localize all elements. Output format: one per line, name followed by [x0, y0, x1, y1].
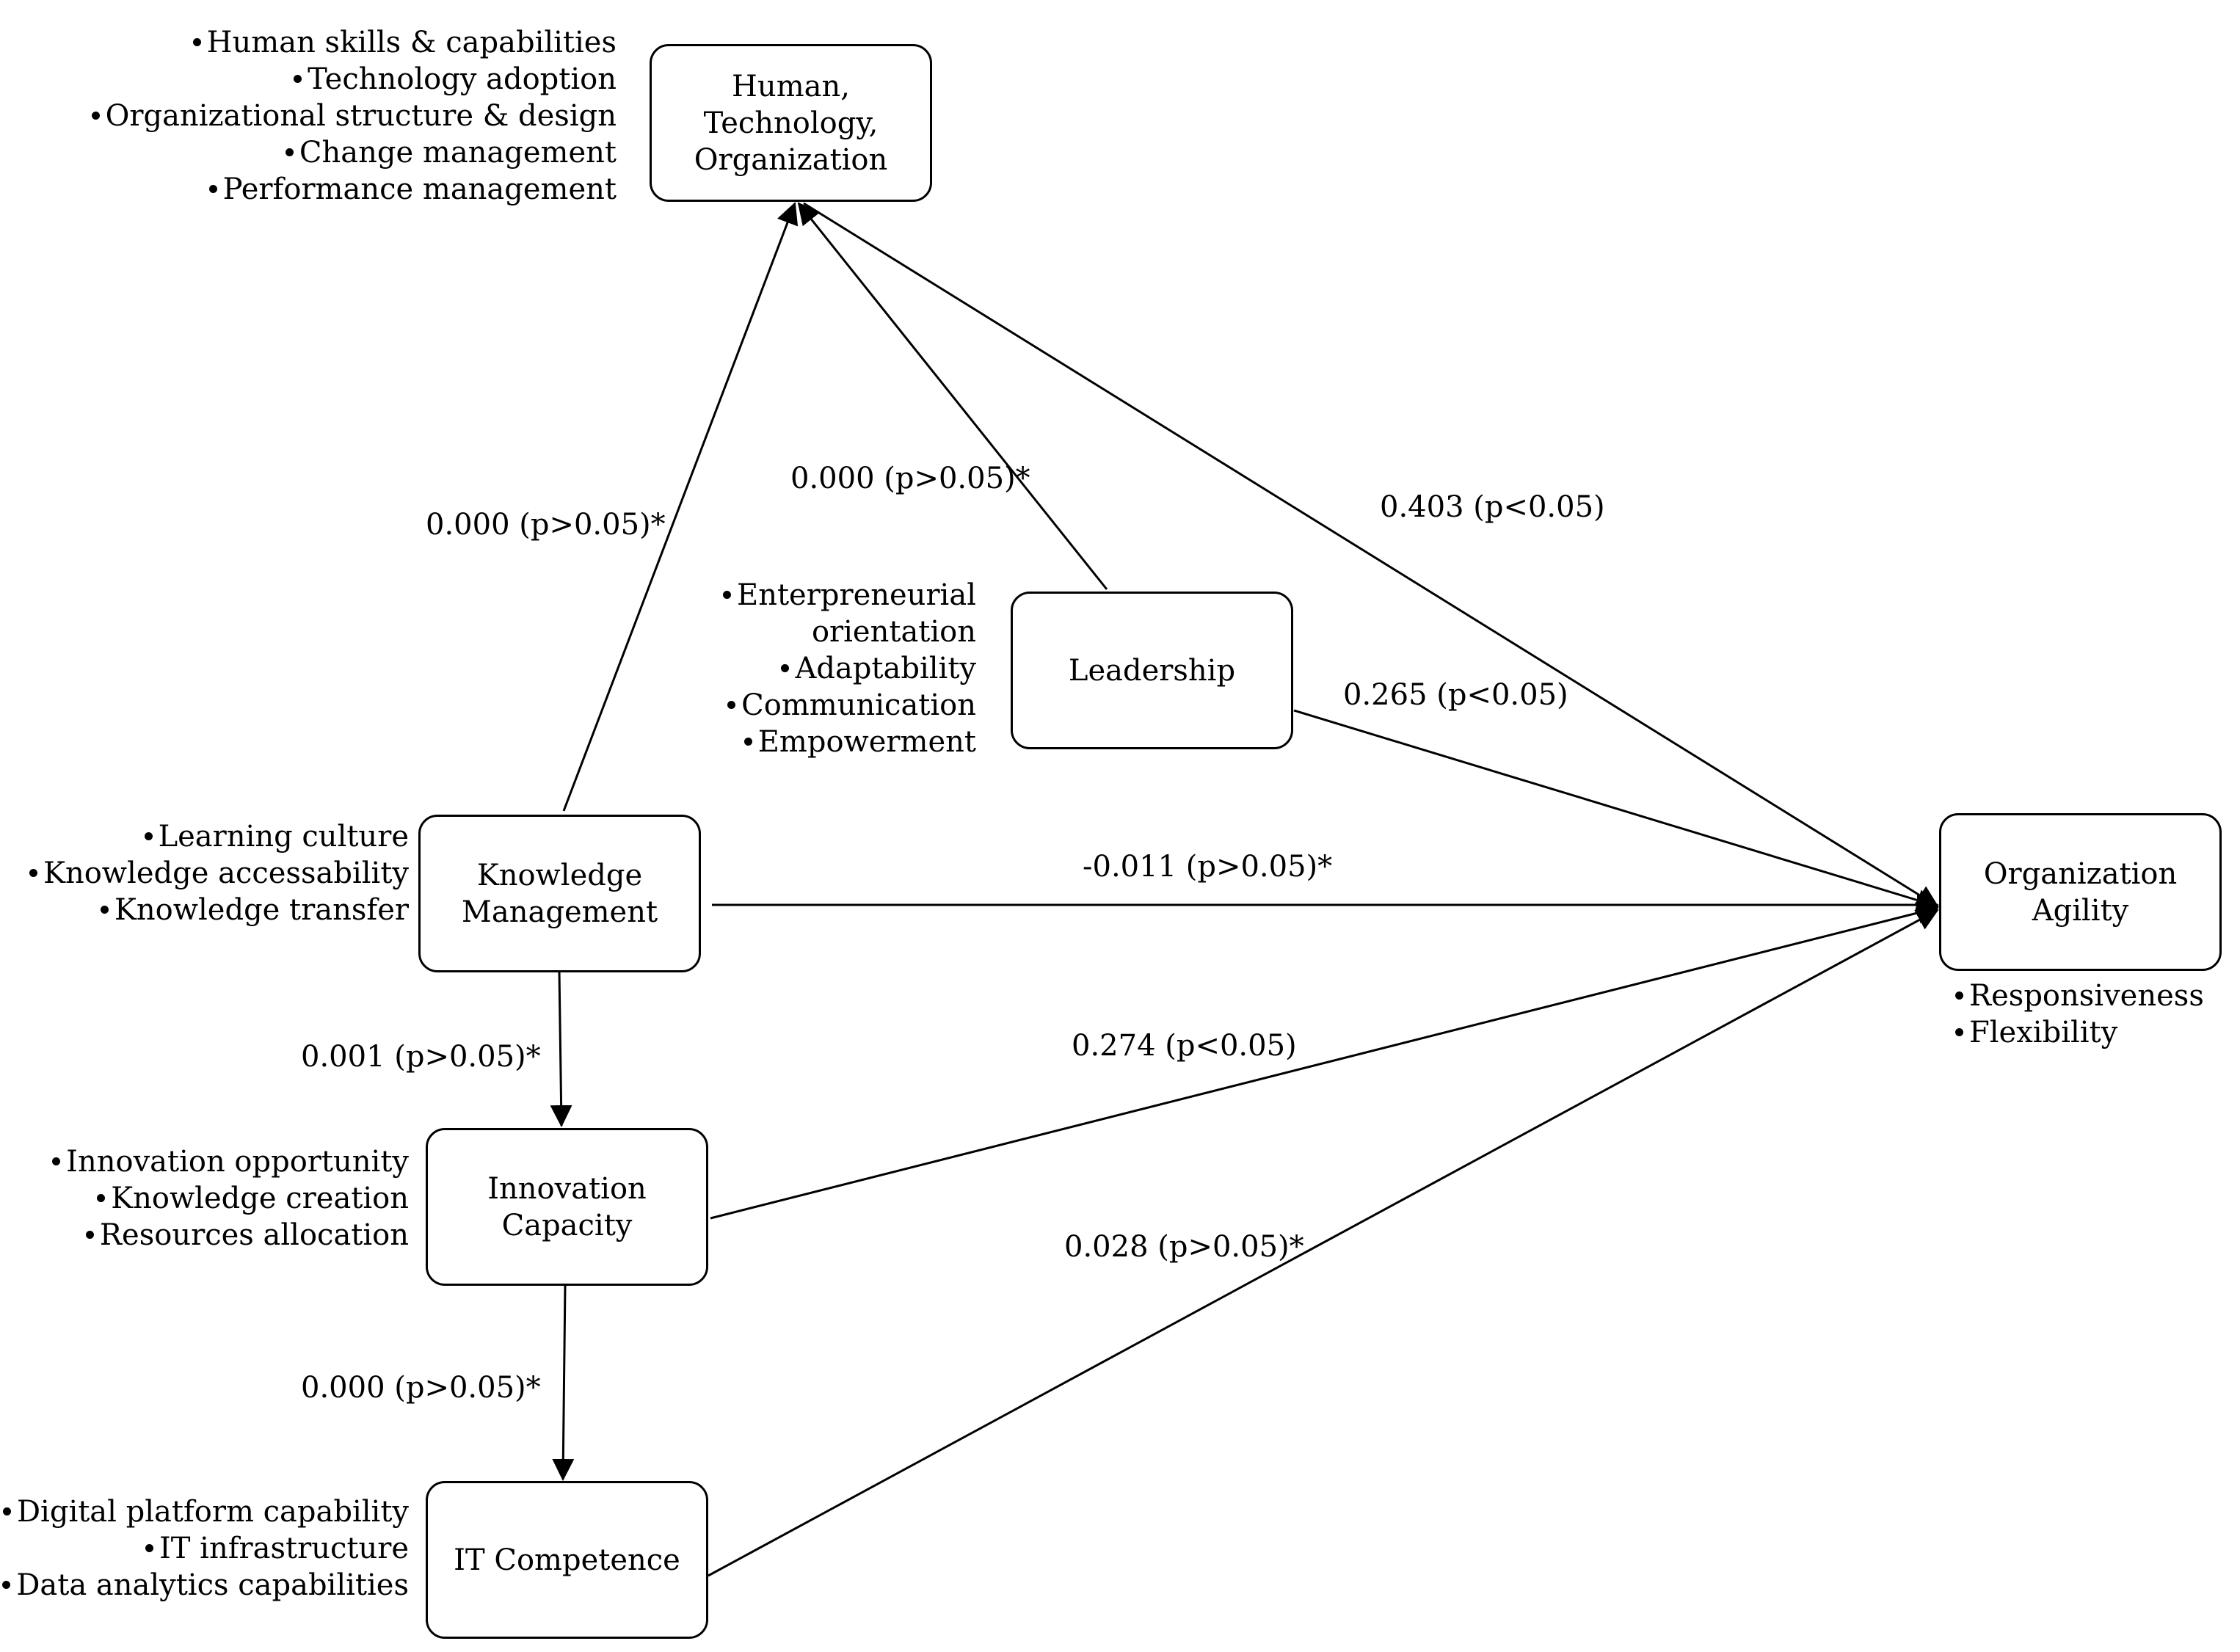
- coef-leadership-to-agility: 0.265 (p<0.05): [1343, 678, 1568, 712]
- coef-it-to-agility: 0.028 (p>0.05)*: [1064, 1230, 1304, 1264]
- indicator-item: Innovation opportunity: [52, 1143, 409, 1180]
- bullet-icon: [723, 590, 732, 599]
- construct-innovation-capacity: Innovation Capacity: [426, 1128, 708, 1286]
- bullet-icon: [294, 74, 302, 83]
- indicator-item: IT infrastructure: [2, 1530, 409, 1567]
- indicator-item: Performance management: [92, 171, 617, 208]
- bullet-icon: [85, 1230, 94, 1239]
- bullet-icon: [2, 1507, 11, 1515]
- indicator-item: Responsiveness: [1955, 978, 2204, 1014]
- coef-km-to-agility: -0.011 (p>0.05)*: [1083, 850, 1333, 884]
- knowledge-management-indicators: Learning culture Knowledge accessability…: [29, 818, 409, 928]
- coef-innovation-to-it: 0.000 (p>0.05)*: [301, 1371, 541, 1405]
- bullet-icon: [781, 663, 790, 672]
- construct-hto: Human, Technology, Organization: [650, 44, 932, 202]
- arrow-km-to-hto: [562, 202, 799, 812]
- bullet-icon: [208, 184, 217, 193]
- indicator-item: Organizational structure & design: [91, 98, 617, 134]
- it-competence-indicators: Digital platform capability IT infrastru…: [2, 1493, 409, 1604]
- bullet-icon: [192, 37, 201, 46]
- leadership-indicators: Enterpreneurial orientation Adaptability…: [723, 577, 976, 760]
- indicator-item: Data analytics capabilities: [2, 1567, 409, 1604]
- construct-it-competence: IT Competence: [426, 1481, 708, 1639]
- coef-leadership-to-hto: 0.000 (p>0.05)*: [790, 462, 1030, 495]
- bullet-icon: [1955, 991, 1963, 1000]
- arrow-innovation-to-agility: [710, 902, 1939, 1220]
- construct-knowledge-management: Knowledge Management: [418, 815, 701, 972]
- indicator-item: Learning culture: [29, 818, 409, 855]
- organization-agility-indicators: Responsiveness Flexibility: [1955, 978, 2204, 1051]
- bullet-icon: [97, 1193, 106, 1202]
- indicator-item: Enterpreneurial: [723, 577, 976, 614]
- bullet-icon: [101, 905, 109, 914]
- indicator-item: Adaptability: [723, 650, 976, 687]
- arrow-leadership-to-agility: [1293, 709, 1939, 911]
- indicator-item: Digital platform capability: [2, 1493, 409, 1530]
- bullet-icon: [91, 111, 100, 120]
- innovation-capacity-indicators: Innovation opportunity Knowledge creatio…: [52, 1143, 409, 1253]
- bullet-icon: [285, 148, 294, 156]
- indicator-item: Resources allocation: [52, 1217, 409, 1253]
- construct-organization-agility: Organization Agility: [1939, 813, 2222, 971]
- indicator-item: Knowledge accessability: [29, 855, 409, 892]
- indicator-item-continuation: orientation: [811, 615, 976, 649]
- coef-km-to-hto: 0.000 (p>0.05)*: [426, 508, 666, 542]
- bullet-icon: [1955, 1027, 1963, 1036]
- arrow-it-to-agility: [708, 909, 1939, 1577]
- construct-leadership: Leadership: [1011, 592, 1293, 749]
- indicator-item: Change management: [92, 134, 617, 171]
- coef-hto-to-agility: 0.403 (p<0.05): [1380, 490, 1605, 524]
- bullet-icon: [29, 868, 38, 877]
- indicator-item: Flexibility: [1955, 1014, 2204, 1051]
- coef-km-to-innovation: 0.001 (p>0.05)*: [301, 1040, 541, 1074]
- bullet-icon: [144, 832, 153, 840]
- bullet-icon: [2, 1580, 11, 1589]
- bullet-icon: [743, 737, 752, 746]
- hto-indicators: Human skills & capabilities Technology a…: [91, 24, 617, 208]
- indicator-item: Human skills & capabilities: [92, 24, 617, 61]
- arrow-innovation-to-it: [552, 1284, 575, 1481]
- arrow-hto-to-agility: [803, 202, 1939, 908]
- arrow-leadership-to-hto: [797, 202, 1108, 590]
- indicator-item: Technology adoption: [92, 61, 617, 98]
- coef-innovation-to-agility: 0.274 (p<0.05): [1072, 1029, 1297, 1063]
- bullet-icon: [52, 1157, 61, 1165]
- indicator-item: Empowerment: [723, 724, 976, 760]
- indicator-item: Communication: [723, 687, 976, 724]
- arrow-km-to-innovation: [550, 970, 572, 1127]
- indicator-item: Knowledge transfer: [29, 892, 409, 928]
- indicator-item: Knowledge creation: [52, 1180, 409, 1217]
- bullet-icon: [145, 1543, 153, 1552]
- bullet-icon: [727, 700, 736, 709]
